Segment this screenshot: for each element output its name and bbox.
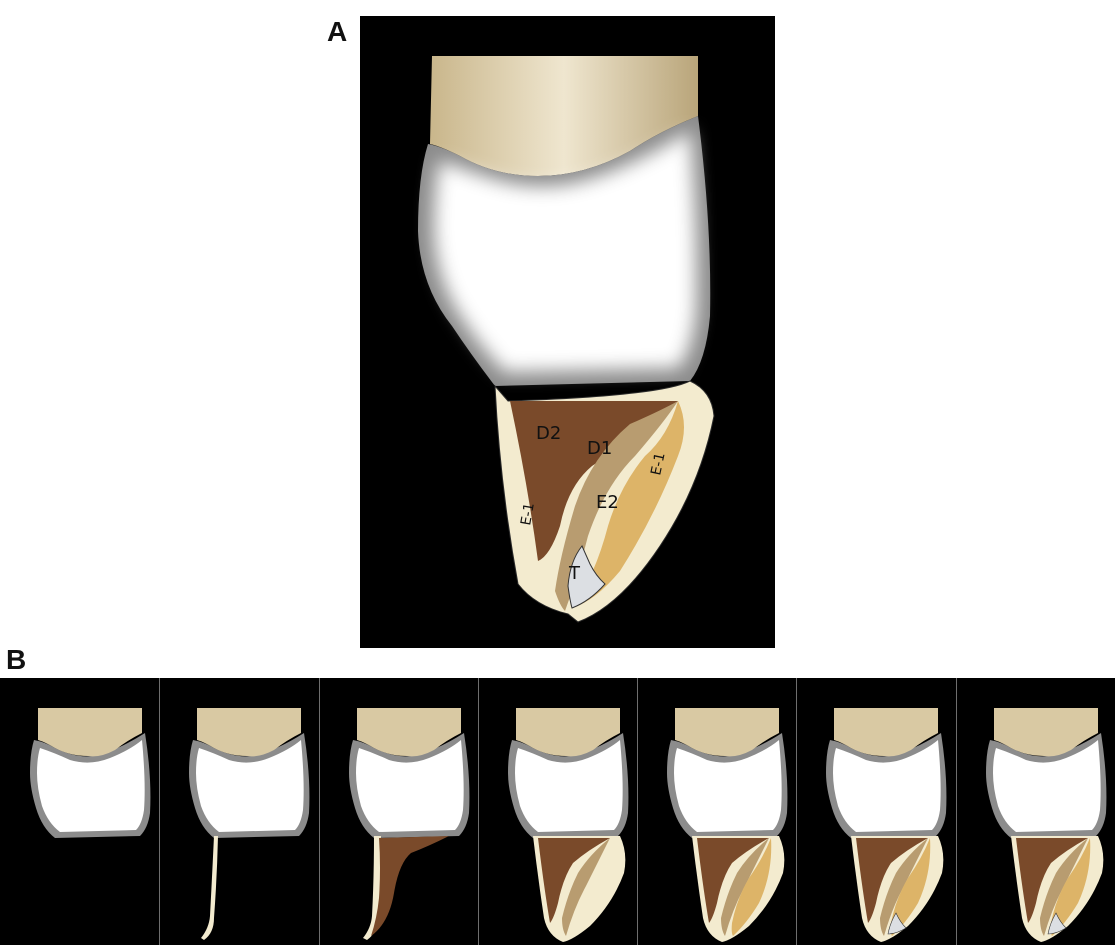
- stage-d2: [371, 836, 449, 936]
- stage-7: [956, 678, 1115, 945]
- label-t: T: [568, 563, 581, 584]
- label-d2: D2: [536, 423, 561, 444]
- stage-divider: [159, 678, 160, 945]
- label-e2: E2: [596, 492, 619, 513]
- stage-5-svg: [637, 678, 796, 945]
- stage-5: [637, 678, 796, 945]
- panel-a-svg: D2 D1 E2 T E-1 E-1: [360, 16, 775, 648]
- panel-label-b: B: [6, 644, 26, 676]
- stage-7-svg: [956, 678, 1115, 945]
- stage-1-svg: [0, 678, 159, 945]
- stage-divider: [796, 678, 797, 945]
- stage-4: [478, 678, 637, 945]
- stage-6: [796, 678, 955, 945]
- stage-divider: [319, 678, 320, 945]
- stage-3-svg: [319, 678, 478, 945]
- stage-2-svg: [159, 678, 318, 945]
- stage-3: [319, 678, 478, 945]
- panel-a-diagram: D2 D1 E2 T E-1 E-1: [360, 16, 775, 648]
- stage-2: [159, 678, 318, 945]
- stage-e1: [201, 836, 218, 940]
- label-d1: D1: [587, 438, 612, 459]
- stage-divider: [956, 678, 957, 945]
- panel-label-a: A: [327, 16, 347, 48]
- stage-4-svg: [478, 678, 637, 945]
- stage-6-svg: [796, 678, 955, 945]
- panel-b-sequence: [0, 678, 1115, 945]
- stage-1: [0, 678, 159, 945]
- stage-divider: [637, 678, 638, 945]
- stage-divider: [478, 678, 479, 945]
